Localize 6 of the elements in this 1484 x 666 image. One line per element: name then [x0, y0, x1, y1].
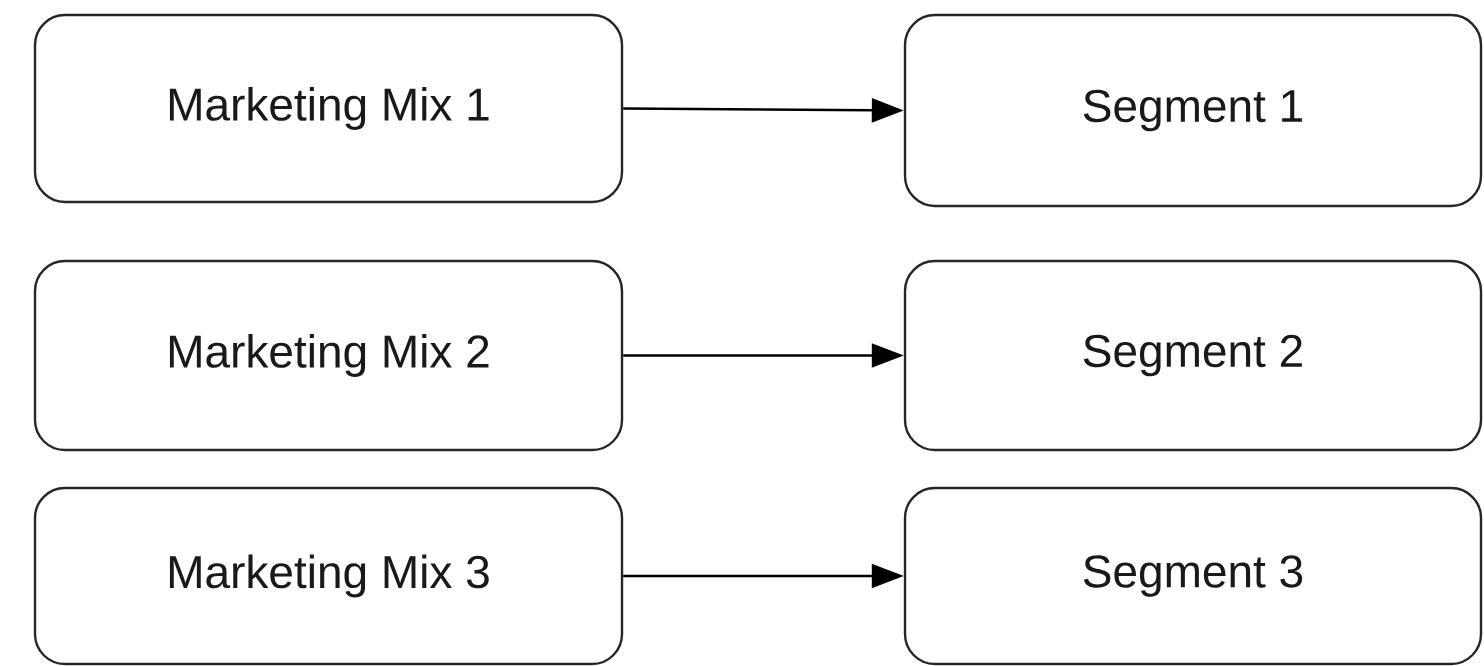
process-box: Segment 2 [903, 259, 1483, 452]
process-box: Segment 1 [903, 13, 1483, 208]
process-box: Marketing Mix 2 [33, 259, 624, 452]
process-box: Segment 3 [903, 486, 1483, 666]
process-box: Marketing Mix 1 [33, 13, 624, 204]
process-box: Marketing Mix 3 [33, 486, 624, 666]
